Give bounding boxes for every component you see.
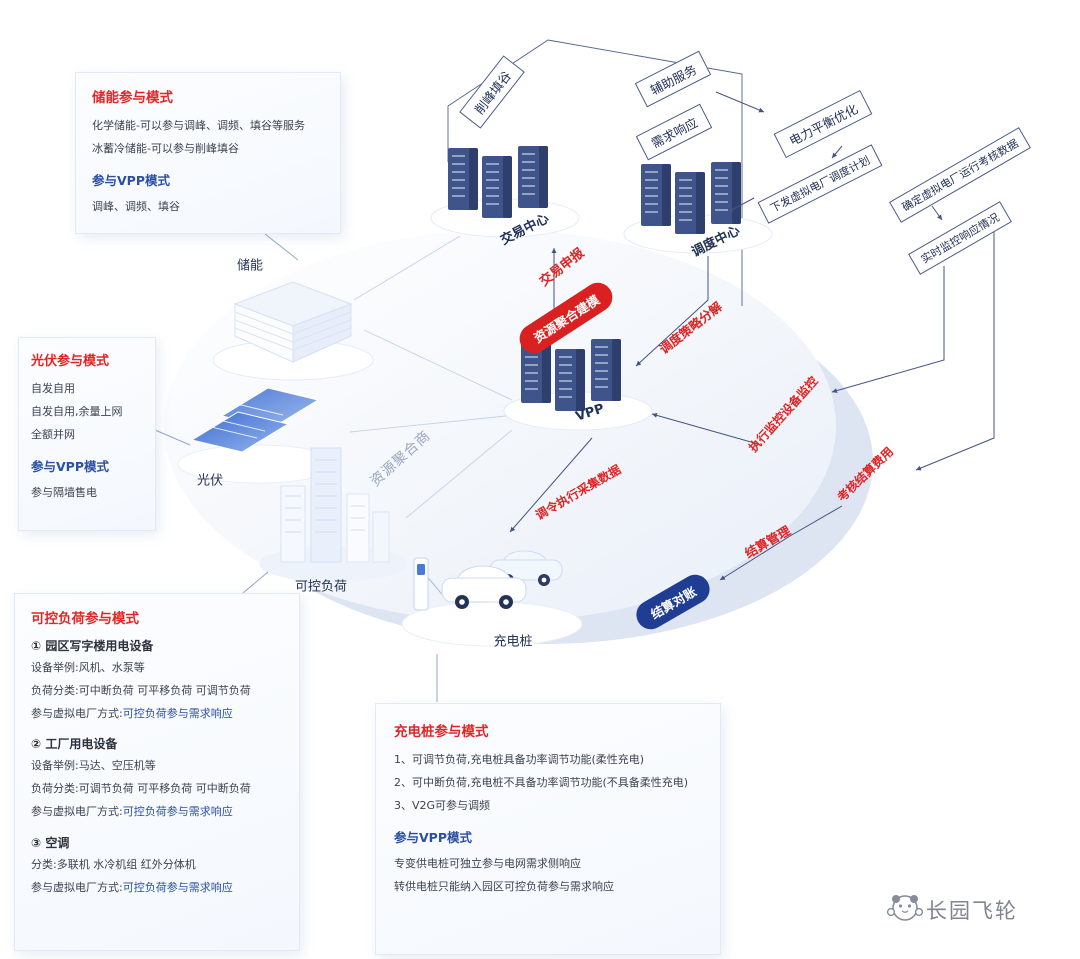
mode-value: 可控负荷参与需求响应 bbox=[122, 707, 233, 721]
load-box-section: ③ 空调 分类:多联机 水冷机组 红外分体机 参与虚拟电厂方式:可控负荷参与需求… bbox=[31, 834, 283, 899]
mode-value: 可控负荷参与需求响应 bbox=[122, 805, 233, 819]
label-charger: 充电桩 bbox=[493, 634, 533, 650]
pv-box-title: 光伏参与模式 bbox=[31, 354, 110, 369]
load-section-line: 负荷分类:可中断负荷 可平移负荷 可调节负荷 bbox=[31, 684, 251, 698]
load-info-box: 可控负荷参与模式 ① 园区写字楼用电设备 设备举例:风机、水泵等 负荷分类:可中… bbox=[14, 593, 300, 951]
load-section-heading: ① 园区写字楼用电设备 bbox=[31, 639, 154, 653]
load-box-section: ① 园区写字楼用电设备 设备举例:风机、水泵等 负荷分类:可中断负荷 可平移负荷… bbox=[31, 637, 283, 725]
label-pv: 光伏 bbox=[196, 473, 224, 489]
pv-box-vpp-line: 参与隔墙售电 bbox=[31, 486, 97, 500]
pv-box-line: 全额并网 bbox=[31, 428, 75, 442]
load-section-line: 分类:多联机 水冷机组 红外分体机 bbox=[31, 857, 196, 871]
pv-info-box: 光伏参与模式 自发自用 自发自用,余量上网 全额并网 参与VPP模式 参与隔墙售… bbox=[18, 337, 156, 531]
pv-box-vpp-title: 参与VPP模式 bbox=[31, 459, 109, 475]
load-section-mode: 参与虚拟电厂方式:可控负荷参与需求响应 bbox=[31, 702, 283, 725]
brand-watermark: 长园飞轮 bbox=[926, 899, 1018, 923]
resource-links bbox=[349, 235, 513, 519]
storage-info-box: 储能参与模式 化学储能-可以参与调峰、调频、填谷等服务 冰蓄冷储能-可以参与削峰… bbox=[75, 72, 341, 234]
label-storage: 储能 bbox=[236, 258, 264, 274]
charger-box-line: 2、可中断负荷,充电桩不具备功率调节功能(不具备柔性充电) bbox=[394, 776, 689, 790]
load-section-heading: ③ 空调 bbox=[31, 835, 70, 850]
label-load: 可控负荷 bbox=[294, 579, 348, 595]
load-section-mode: 参与虚拟电厂方式:可控负荷参与需求响应 bbox=[31, 800, 283, 823]
pv-box-line: 自发自用 bbox=[31, 382, 75, 395]
charger-box-vpp-title: 参与VPP模式 bbox=[394, 830, 472, 846]
load-box-section: ② 工厂用电设备 设备举例:马达、空压机等 负荷分类:可调节负荷 可平移负荷 可… bbox=[31, 735, 283, 823]
charger-box-line: 3、V2G可参与调频 bbox=[394, 799, 491, 813]
load-section-line: 设备举例:风机、水泵等 bbox=[31, 661, 145, 674]
load-section-mode: 参与虚拟电厂方式:可控负荷参与需求响应 bbox=[31, 876, 283, 899]
trade-center-servers-icon bbox=[431, 146, 579, 237]
charger-box-title: 充电桩参与模式 bbox=[394, 724, 489, 740]
mode-prefix: 参与虚拟电厂方式: bbox=[31, 707, 123, 721]
charger-box-vpp-line: 转供电桩只能纳入园区可控负荷参与需求响应 bbox=[394, 880, 614, 894]
mode-prefix: 参与虚拟电厂方式: bbox=[31, 880, 123, 894]
storage-box-vpp-line: 调峰、调频、填谷 bbox=[92, 200, 180, 214]
mode-prefix: 参与虚拟电厂方式: bbox=[31, 805, 123, 819]
charger-box-vpp-line: 专变供电桩可独立参与电网需求侧响应 bbox=[394, 857, 581, 871]
mode-value: 可控负荷参与需求响应 bbox=[122, 880, 233, 894]
pv-box-line: 自发自用,余量上网 bbox=[31, 405, 123, 419]
charger-box-line: 1、可调节负荷,充电桩具备功率调节功能(柔性充电) bbox=[394, 753, 645, 766]
callout-connectors bbox=[154, 229, 438, 702]
load-section-heading: ② 工厂用电设备 bbox=[31, 737, 118, 752]
storage-box-line: 冰蓄冷储能-可以参与削峰填谷 bbox=[92, 142, 239, 156]
load-section-line: 设备举例:马达、空压机等 bbox=[31, 759, 156, 773]
storage-box-vpp-title: 参与VPP模式 bbox=[92, 173, 170, 189]
charger-info-box: 充电桩参与模式 1、可调节负荷,充电桩具备功率调节功能(柔性充电) 2、可中断负… bbox=[375, 703, 721, 955]
storage-box-title: 储能参与模式 bbox=[92, 90, 173, 106]
load-section-line: 负荷分类:可调节负荷 可平移负荷 可中断负荷 bbox=[31, 782, 251, 796]
storage-box-line: 化学储能-可以参与调峰、调频、填谷等服务 bbox=[92, 119, 305, 132]
brand-logo-icon bbox=[886, 894, 924, 921]
load-box-title: 可控负荷参与模式 bbox=[31, 611, 139, 627]
